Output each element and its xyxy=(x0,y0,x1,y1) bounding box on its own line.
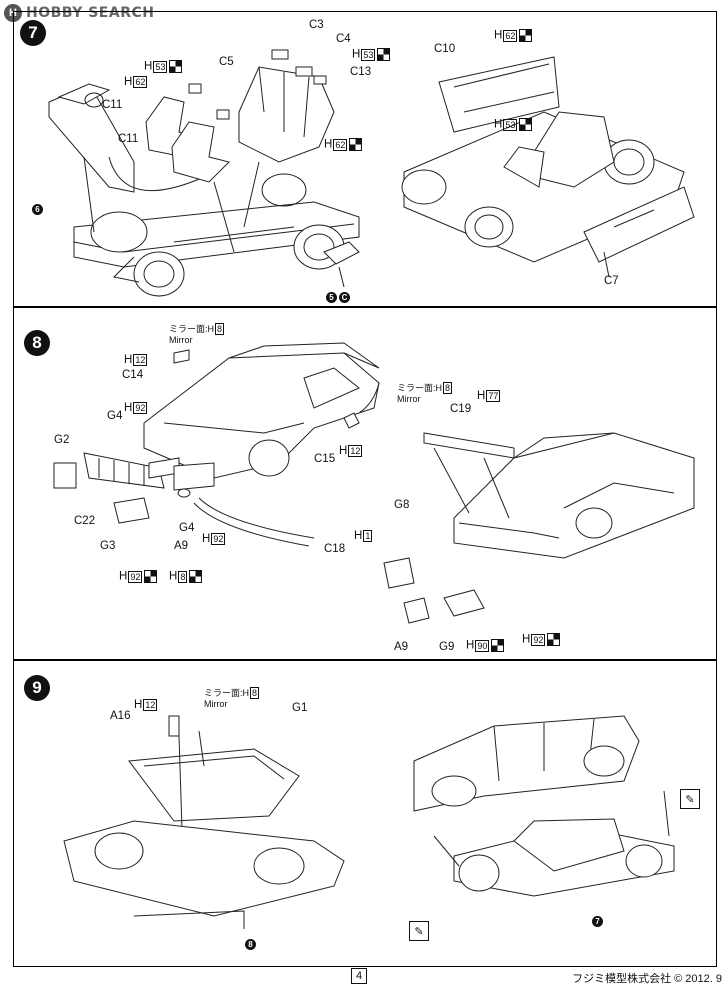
ref-bullet-5: 5 xyxy=(326,292,337,303)
part-label-c4: C4 xyxy=(336,33,351,45)
ref-bullet-6: 6 xyxy=(32,204,43,215)
part-label-c11-a: C11 xyxy=(102,99,123,111)
part-label-c3: C3 xyxy=(309,19,324,31)
part-label-a9-b: A9 xyxy=(394,641,409,653)
step-9-drawing xyxy=(63,715,675,929)
step-number-7: 7 xyxy=(20,20,46,46)
paint-icon xyxy=(169,60,183,73)
part-label-c11-b: C11 xyxy=(118,133,139,145)
part-label-g3: G3 xyxy=(100,540,116,552)
paint-icon xyxy=(189,570,203,583)
watermark-text: HOBBY SEARCH xyxy=(26,5,155,21)
page-number: 4 xyxy=(351,968,367,984)
glue-icon: ✎ xyxy=(680,789,700,809)
watermark: H HOBBY SEARCH xyxy=(4,4,154,22)
step-8-drawing xyxy=(53,342,695,624)
paint-icon xyxy=(519,118,533,131)
part-label-g9: G9 xyxy=(439,641,455,653)
ref-bullet-8: 8 xyxy=(245,939,256,950)
step-7-drawing xyxy=(48,49,695,297)
ref-bullet-c: C xyxy=(339,292,350,303)
company-footer: フジミ模型株式会社 © 2012. 9 xyxy=(572,973,722,985)
paint-icon xyxy=(349,138,363,151)
part-label-c7: C7 xyxy=(604,275,619,287)
part-label-g8: G8 xyxy=(394,499,410,511)
part-label-a9-a: A9 xyxy=(174,540,189,552)
paint-icon xyxy=(547,633,561,646)
part-label-c13: C13 xyxy=(350,66,372,78)
part-label-c19: C19 xyxy=(450,403,472,415)
part-label-c18: C18 xyxy=(324,543,346,555)
part-label-c10: C10 xyxy=(434,43,456,55)
paint-icon xyxy=(377,48,391,61)
part-label-c15: C15 xyxy=(314,453,336,465)
step-number-9: 9 xyxy=(24,675,50,701)
part-label-c22: C22 xyxy=(74,515,96,527)
part-label-g2: G2 xyxy=(54,434,70,446)
paint-icon xyxy=(144,570,158,583)
paint-icon xyxy=(519,29,533,42)
part-label-g4-a: G4 xyxy=(107,410,123,422)
glue-icon: ✎ xyxy=(409,921,429,941)
step-number-8: 8 xyxy=(24,330,50,356)
part-label-a16: A16 xyxy=(110,710,131,722)
part-label-c14: C14 xyxy=(122,369,144,381)
ref-bullet-7: 7 xyxy=(592,916,603,927)
part-label-c5: C5 xyxy=(219,56,234,68)
part-label-g4-b: G4 xyxy=(179,522,195,534)
part-label-g1: G1 xyxy=(292,702,308,714)
paint-icon xyxy=(491,639,505,652)
